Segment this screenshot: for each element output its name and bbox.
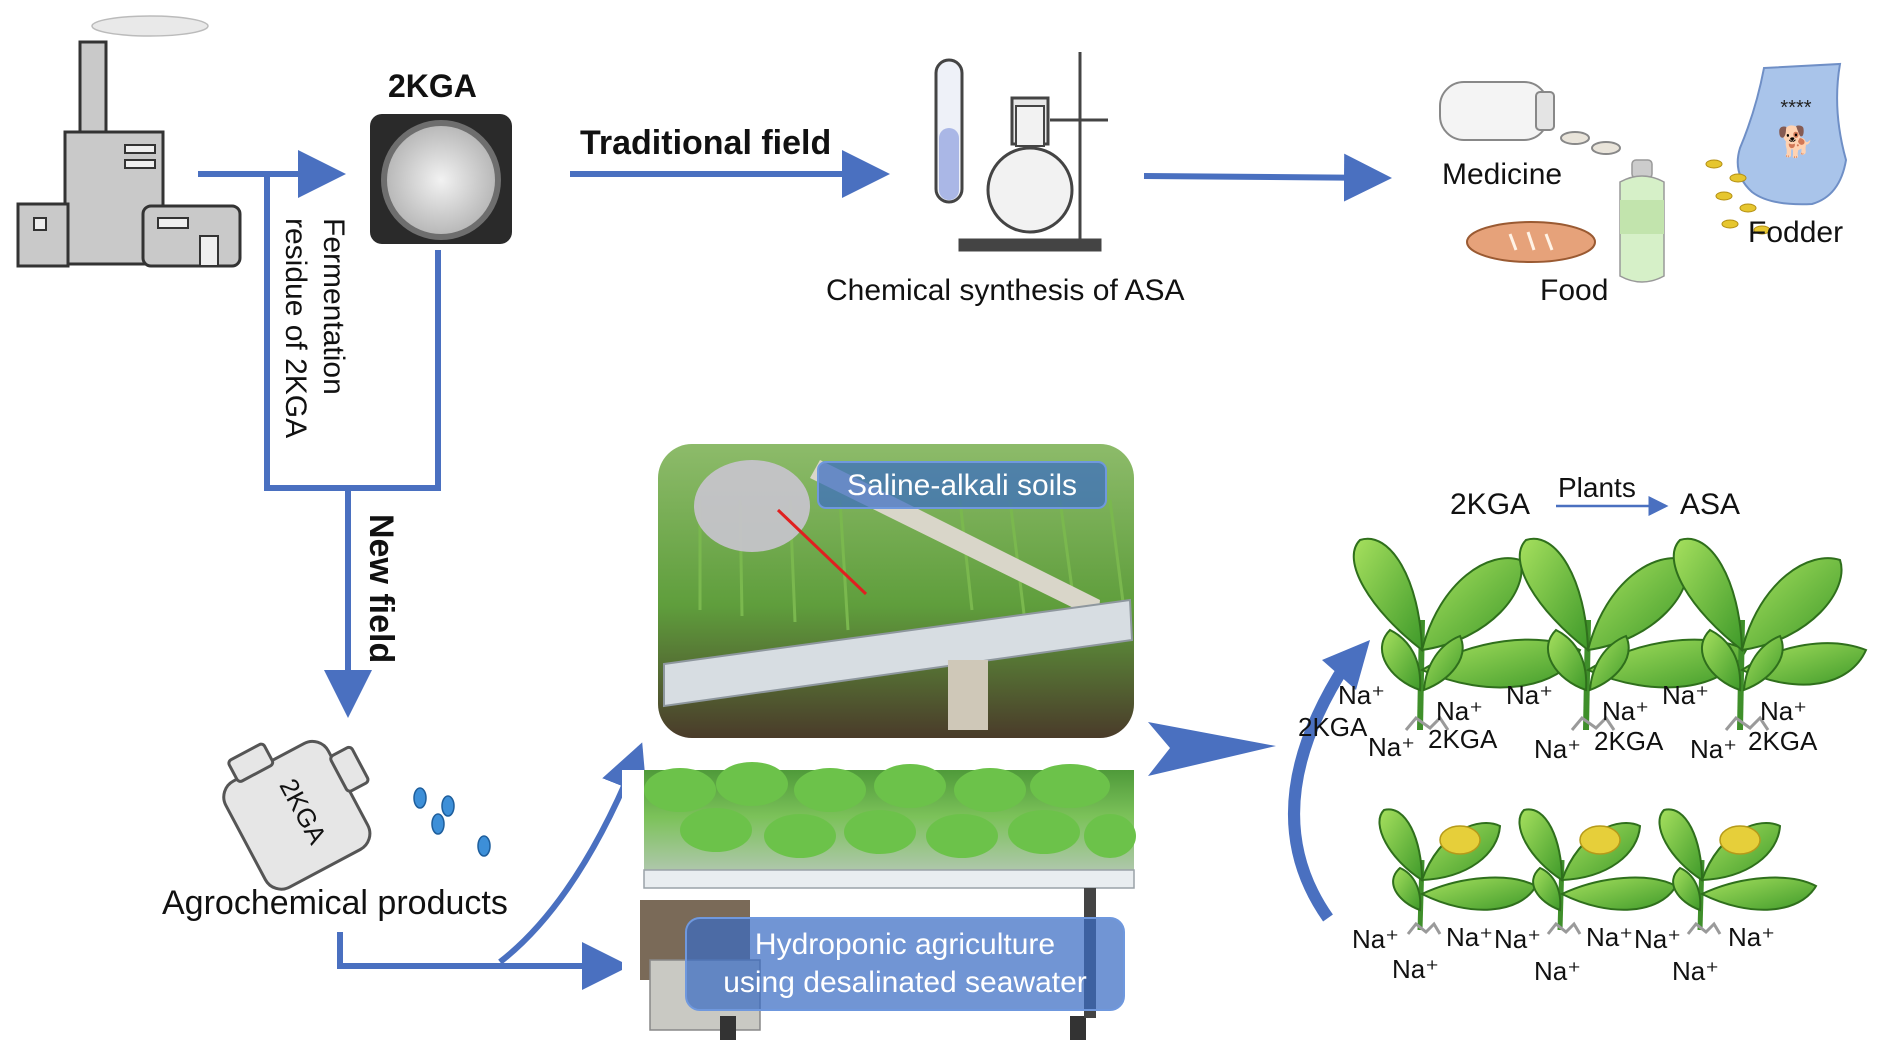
ion-na: Na⁺ — [1494, 924, 1541, 954]
label-fermentation-line1: Fermentation — [317, 218, 350, 395]
plastic-bottle-icon — [1619, 159, 1665, 283]
ion-na: Na⁺ — [1352, 924, 1399, 954]
ion-2kga: 2KGA — [1428, 724, 1498, 754]
label-hydroponic-line2: using desalinated seawater — [723, 966, 1087, 999]
label-hydroponic: Hydroponic agriculture using desalinated… — [686, 926, 1124, 1002]
bread-icon — [1466, 221, 1596, 263]
fodder-bag-stars: **** — [1780, 97, 1811, 119]
ion-na: Na⁺ — [1436, 696, 1483, 726]
residue-collector-line — [264, 174, 441, 491]
ion-na: Na⁺ — [1672, 956, 1719, 986]
label-hydroponic-line1: Hydroponic agriculture — [754, 928, 1056, 961]
ion-na: Na⁺ — [1446, 922, 1493, 952]
ion-na: Na⁺ — [1368, 732, 1415, 762]
label-medicine: Medicine — [1442, 158, 1563, 191]
process-arrows — [198, 150, 1669, 990]
label-conversion-from: 2KGA — [1450, 488, 1531, 521]
ion-2kga: 2KGA — [1594, 726, 1664, 756]
feed-bag-icon — [1705, 62, 1848, 235]
ion-na: Na⁺ — [1534, 956, 1581, 986]
label-fermentation-residue: Fermentation residue of 2KGA — [276, 218, 352, 438]
flask-stand-icon — [934, 52, 1108, 252]
arrow-to-plants — [1148, 722, 1276, 776]
label-2kga-product: 2KGA — [388, 68, 477, 104]
saline-label-box — [817, 461, 1107, 509]
label-traditional-field: Traditional field — [580, 124, 832, 162]
hydroponic-photo — [622, 762, 1136, 1040]
plants-lower-row — [1378, 808, 1818, 935]
pill-bottle-icon — [1439, 81, 1621, 155]
label-fermentation-line2: residue of 2KGA — [279, 218, 312, 439]
ion-na: Na⁺ — [1506, 680, 1553, 710]
plants-upper-row — [1352, 537, 1868, 731]
ion-na: Na⁺ — [1586, 922, 1633, 952]
ion-2kga: 2KGA — [1748, 726, 1818, 756]
agro-bottle-icon — [222, 739, 372, 891]
arrow-synthesis-to-products — [1143, 153, 1392, 202]
arrow-curved-plants — [1288, 660, 1352, 922]
label-conversion-over: Plants — [1558, 472, 1636, 503]
ion-na: Na⁺ — [1392, 954, 1439, 984]
factory-icon — [16, 15, 242, 268]
ion-na: Na⁺ — [1338, 680, 1385, 710]
arrow-curved-head — [1322, 640, 1370, 690]
arrow-to-saline-soils — [498, 742, 647, 965]
label-new-field: New field — [362, 514, 400, 664]
fodder-bag-animal-icon: 🐕 — [1777, 124, 1814, 160]
label-agrochemical-products: Agrochemical products — [162, 884, 508, 922]
ion-na: Na⁺ — [1760, 696, 1807, 726]
ion-na: Na⁺ — [1690, 734, 1737, 764]
label-saline-alkali-soils: Saline-alkali soils — [846, 469, 1078, 502]
label-fodder: Fodder — [1748, 216, 1844, 249]
ion-na: Na⁺ — [1728, 922, 1775, 952]
label-chemical-synthesis: Chemical synthesis of ASA — [826, 274, 1185, 307]
ion-na: Na⁺ — [1534, 734, 1581, 764]
label-food: Food — [1540, 274, 1609, 307]
ion-na: Na⁺ — [1662, 680, 1709, 710]
granules-icon — [413, 787, 491, 857]
label-conversion-to: ASA — [1680, 488, 1741, 521]
ion-na: Na⁺ — [1602, 696, 1649, 726]
hydroponic-label-box — [685, 917, 1125, 1011]
powder-dish-icon — [370, 114, 512, 244]
ion-na: Na⁺ — [1634, 924, 1681, 954]
ion-2kga: 2KGA — [1298, 712, 1368, 742]
arrow-to-hydroponics — [337, 932, 630, 990]
